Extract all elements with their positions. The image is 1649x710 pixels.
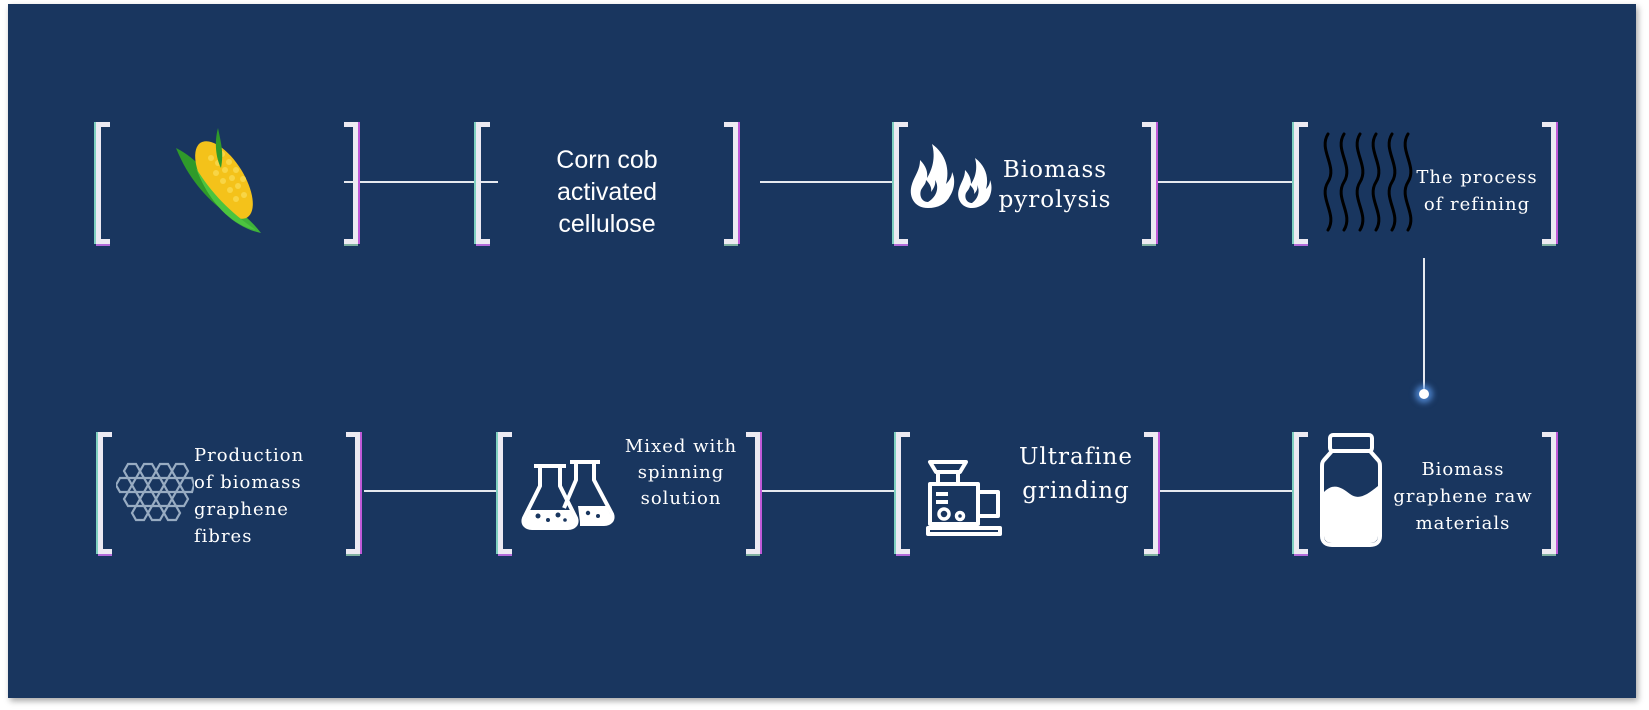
step-corn bbox=[96, 122, 358, 244]
step-mixed: Mixed with spinning solution bbox=[498, 432, 760, 554]
connector-pyrolysis-refining bbox=[1158, 181, 1296, 183]
step-pyrolysis-label: Biomass pyrolysis bbox=[990, 155, 1120, 215]
label-line: activated bbox=[556, 178, 658, 206]
connector-mixed-grinding bbox=[760, 490, 898, 492]
glow-dot bbox=[1419, 389, 1429, 399]
right-bracket bbox=[746, 432, 760, 554]
diagram-panel bbox=[8, 4, 1636, 698]
connector-refining-raw bbox=[1423, 258, 1425, 391]
fire-icon bbox=[906, 140, 992, 214]
jar-icon bbox=[1320, 432, 1382, 552]
step-refining: The process of refining bbox=[1294, 122, 1556, 244]
label-line: solution bbox=[640, 488, 722, 509]
connector-cellulose-pyrolysis bbox=[760, 181, 898, 183]
connector-production-mixed bbox=[364, 490, 500, 492]
label-line: graphene raw bbox=[1393, 486, 1533, 507]
right-bracket bbox=[346, 432, 360, 554]
label-line: of refining bbox=[1423, 194, 1531, 215]
left-bracket bbox=[894, 122, 908, 244]
left-bracket bbox=[476, 122, 490, 244]
step-pyrolysis: Biomass pyrolysis bbox=[894, 122, 1156, 244]
step-raw-label: Biomass graphene raw materials bbox=[1388, 456, 1538, 537]
right-bracket bbox=[724, 122, 738, 244]
left-bracket bbox=[96, 122, 110, 244]
label-line: Corn cob bbox=[556, 146, 658, 174]
right-bracket bbox=[1542, 432, 1556, 554]
meat-grinder-icon bbox=[926, 458, 1004, 544]
label-line: graphene bbox=[194, 499, 289, 520]
step-mixed-label: Mixed with spinning solution bbox=[616, 434, 746, 512]
connector-corn-cellulose bbox=[344, 181, 498, 183]
label-line: Production bbox=[194, 445, 305, 466]
left-bracket bbox=[896, 432, 910, 554]
label-line: Mixed with bbox=[624, 436, 738, 457]
step-cellulose-label: Corn cob activated cellulose bbox=[476, 144, 738, 240]
step-production-label: Production of biomass graphene fibres bbox=[194, 442, 314, 550]
right-bracket bbox=[1542, 122, 1556, 244]
step-grinding-label: Ultrafine grinding bbox=[1006, 440, 1146, 508]
step-raw-materials: Biomass graphene raw materials bbox=[1294, 432, 1556, 554]
step-grinding: Ultrafine grinding bbox=[896, 432, 1158, 554]
step-refining-label: The process of refining bbox=[1412, 164, 1542, 218]
left-bracket bbox=[98, 432, 112, 554]
label-line: fibres bbox=[194, 526, 253, 547]
label-line: Ultrafine bbox=[1019, 444, 1133, 470]
hexagon-mesh-icon bbox=[114, 462, 196, 528]
wave-lines-icon bbox=[1316, 130, 1420, 238]
label-line: The process bbox=[1416, 167, 1538, 188]
right-bracket bbox=[1142, 122, 1156, 244]
label-line: Biomass bbox=[1421, 459, 1505, 480]
connector-grinding-raw bbox=[1160, 490, 1298, 492]
left-bracket bbox=[1294, 432, 1308, 554]
step-production: Production of biomass graphene fibres bbox=[98, 432, 360, 554]
label-line: grinding bbox=[1022, 478, 1130, 504]
flask-icon bbox=[518, 458, 618, 534]
label-line: pyrolysis bbox=[998, 187, 1112, 213]
label-line: of biomass bbox=[194, 472, 302, 493]
left-bracket bbox=[1294, 122, 1308, 244]
label-line: Biomass bbox=[1002, 157, 1108, 183]
right-bracket bbox=[344, 122, 358, 244]
right-bracket bbox=[1144, 432, 1158, 554]
corn-icon bbox=[166, 118, 276, 242]
label-line: cellulose bbox=[558, 210, 656, 238]
step-cellulose: Corn cob activated cellulose bbox=[476, 122, 738, 244]
label-line: spinning bbox=[637, 462, 725, 483]
label-line: materials bbox=[1415, 513, 1511, 534]
left-bracket bbox=[498, 432, 512, 554]
